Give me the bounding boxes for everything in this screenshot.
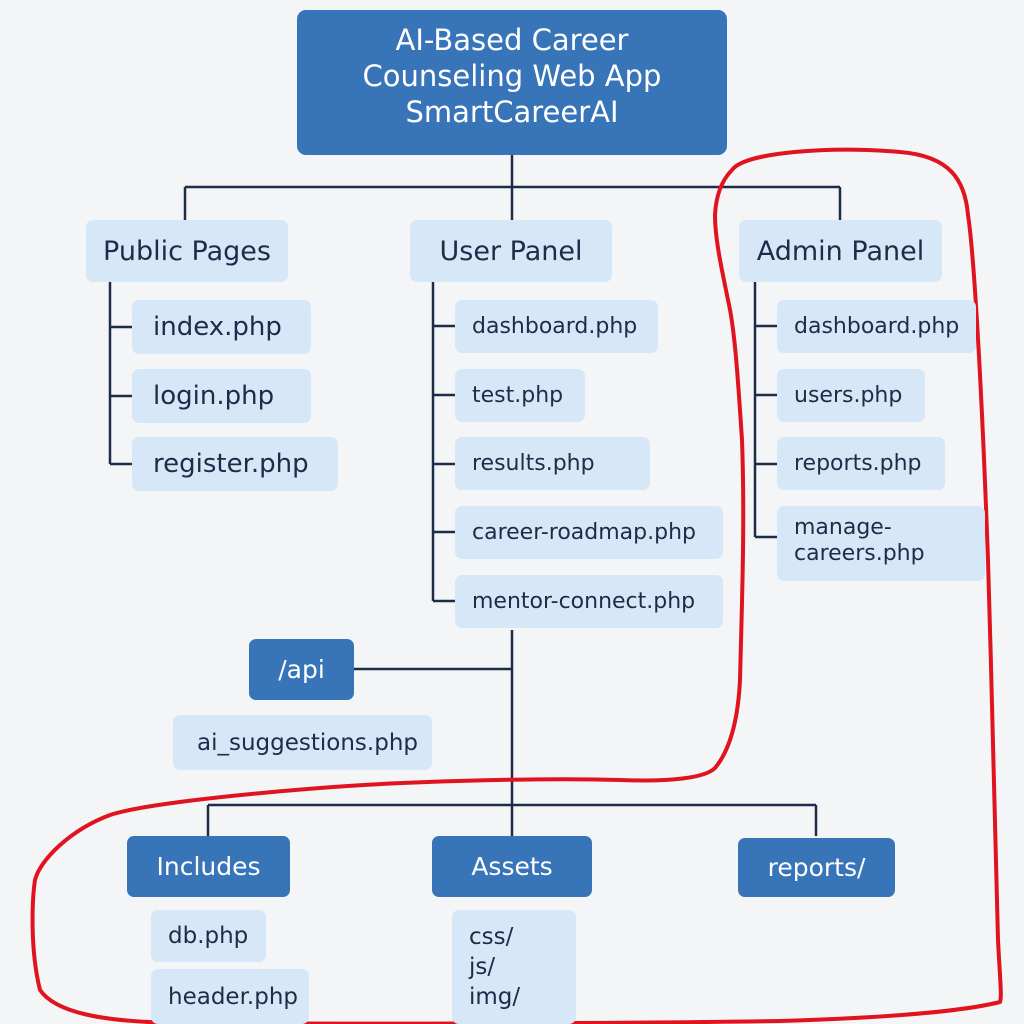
- red-highlight-outline: [30, 147, 1003, 1024]
- file-header-php: header.php: [151, 969, 309, 1024]
- title-line-1: AI-Based Career: [395, 23, 629, 57]
- file-test-php: test.php: [455, 369, 585, 422]
- file-manage-careers-php: manage- careers.php: [777, 506, 985, 581]
- admin-panel-node: Admin Panel: [739, 220, 942, 282]
- api-folder-node: /api: [249, 639, 354, 700]
- folder-img: img/: [469, 984, 521, 1010]
- folder-js: js/: [469, 954, 496, 980]
- file-users-php: users.php: [777, 369, 925, 422]
- assets-node: Assets: [432, 836, 592, 897]
- reports-folder-node: reports/: [738, 838, 895, 897]
- file-reports-php: reports.php: [777, 437, 945, 490]
- assets-folder-list: css/ js/ img/: [452, 910, 576, 1024]
- connector-admin-files: [755, 324, 777, 539]
- file-admin-dashboard-php: dashboard.php: [777, 300, 976, 353]
- connector-public-files: [110, 325, 132, 466]
- file-mentor-connect-php: mentor-connect.php: [455, 575, 723, 628]
- app-title-box: AI-Based Career Counseling Web App Smart…: [297, 10, 727, 155]
- file-results-php: results.php: [455, 437, 650, 490]
- connector-user-files: [433, 324, 455, 603]
- file-register-php: register.php: [132, 437, 338, 491]
- file-db-php: db.php: [151, 910, 266, 962]
- manage-careers-line-1: manage-: [794, 515, 892, 540]
- public-pages-node: Public Pages: [86, 220, 288, 282]
- title-line-3: SmartCareerAI: [405, 95, 619, 129]
- user-panel-node: User Panel: [410, 220, 612, 282]
- title-line-2: Counseling Web App: [362, 59, 662, 93]
- includes-node: Includes: [127, 836, 290, 897]
- folder-css: css/: [469, 924, 514, 950]
- file-user-dashboard-php: dashboard.php: [455, 300, 658, 353]
- file-ai-suggestions-php: ai_suggestions.php: [173, 715, 432, 770]
- file-login-php: login.php: [132, 369, 311, 423]
- file-career-roadmap-php: career-roadmap.php: [455, 506, 723, 559]
- manage-careers-line-2: careers.php: [794, 541, 925, 566]
- file-index-php: index.php: [132, 300, 311, 354]
